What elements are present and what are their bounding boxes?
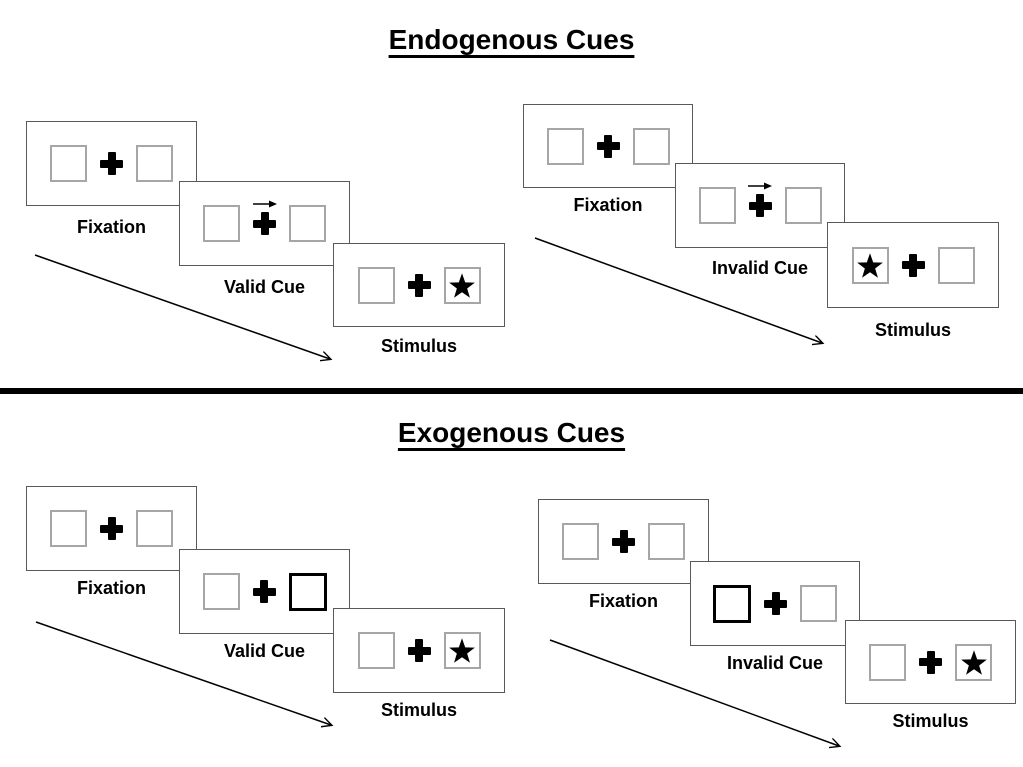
fixation-panel xyxy=(26,486,197,571)
stimulus-panel xyxy=(333,243,505,327)
right-placeholder-box xyxy=(136,510,173,547)
right-placeholder-box xyxy=(784,187,822,224)
valid-cue-panel xyxy=(179,549,350,634)
stimulus-panel xyxy=(845,620,1016,704)
star-icon xyxy=(449,272,475,298)
fixation-cross-icon xyxy=(100,517,123,540)
invalid-cue-panel xyxy=(690,561,860,646)
panel-label: Stimulus xyxy=(380,700,457,720)
left-target-box xyxy=(851,246,889,284)
left-placeholder-box xyxy=(202,573,240,610)
left-placeholder-box xyxy=(869,643,906,681)
panel-label: Fixation xyxy=(573,195,643,215)
right-target-box xyxy=(443,266,481,304)
fixation-cross-icon xyxy=(100,152,123,175)
left-placeholder-box xyxy=(357,266,395,304)
panel-label: Invalid Cue xyxy=(726,653,824,673)
cue-arrow-icon xyxy=(252,200,277,208)
fixation-cross-icon xyxy=(408,274,431,297)
timeline-arrow xyxy=(549,639,851,753)
fixation-cross-icon xyxy=(597,135,620,158)
left-placeholder-box xyxy=(50,510,87,547)
right-target-box xyxy=(955,643,992,681)
left-placeholder-box xyxy=(698,187,736,224)
stimulus-panel xyxy=(333,608,505,693)
section-title-endogenous: Endogenous Cues xyxy=(388,24,635,55)
fixation-panel xyxy=(523,104,693,188)
star-icon xyxy=(960,649,987,675)
right-placeholder-box xyxy=(648,523,685,560)
panel-label: Valid Cue xyxy=(223,641,306,661)
right-cued-box xyxy=(288,572,327,611)
fixation-panel xyxy=(538,499,709,584)
panel-label: Invalid Cue xyxy=(711,258,809,278)
right-placeholder-box xyxy=(136,145,173,182)
fixation-cross-icon xyxy=(408,639,431,662)
fixation-cross-icon xyxy=(902,254,925,277)
left-placeholder-box xyxy=(50,145,87,182)
panel-label: Stimulus xyxy=(892,711,969,731)
fixation-cross-icon xyxy=(252,200,277,235)
left-placeholder-box xyxy=(203,205,240,242)
right-placeholder-box xyxy=(800,585,837,622)
panel-label: Stimulus xyxy=(874,320,951,340)
fixation-cross-icon xyxy=(919,651,942,674)
panel-label: Fixation xyxy=(588,591,658,611)
fixation-cross-icon xyxy=(748,182,772,217)
panel-label: Valid Cue xyxy=(223,277,306,297)
star-icon xyxy=(857,252,883,278)
left-cued-box xyxy=(713,584,751,623)
left-placeholder-box xyxy=(562,523,599,560)
timeline-arrow xyxy=(34,254,342,368)
invalid-cue-panel xyxy=(675,163,845,248)
cue-arrow-icon xyxy=(748,182,772,190)
stimulus-panel xyxy=(827,222,999,308)
fixation-cross-icon xyxy=(253,580,276,603)
left-placeholder-box xyxy=(357,632,395,669)
right-target-box xyxy=(443,632,481,669)
panel-label: Fixation xyxy=(76,578,146,598)
timeline-arrow xyxy=(35,621,343,733)
panel-label: Stimulus xyxy=(380,336,457,356)
fixation-cross-icon xyxy=(612,530,635,553)
panel-label: Fixation xyxy=(76,217,146,237)
star-icon xyxy=(449,638,475,663)
section-divider xyxy=(0,388,1023,394)
right-placeholder-box xyxy=(289,205,326,242)
right-placeholder-box xyxy=(937,246,975,284)
fixation-cross-icon xyxy=(764,592,787,615)
timeline-arrow xyxy=(534,237,834,351)
valid-cue-panel xyxy=(179,181,350,266)
right-placeholder-box xyxy=(632,127,670,165)
fixation-panel xyxy=(26,121,197,206)
left-placeholder-box xyxy=(546,127,584,165)
section-title-exogenous: Exogenous Cues xyxy=(397,417,626,448)
